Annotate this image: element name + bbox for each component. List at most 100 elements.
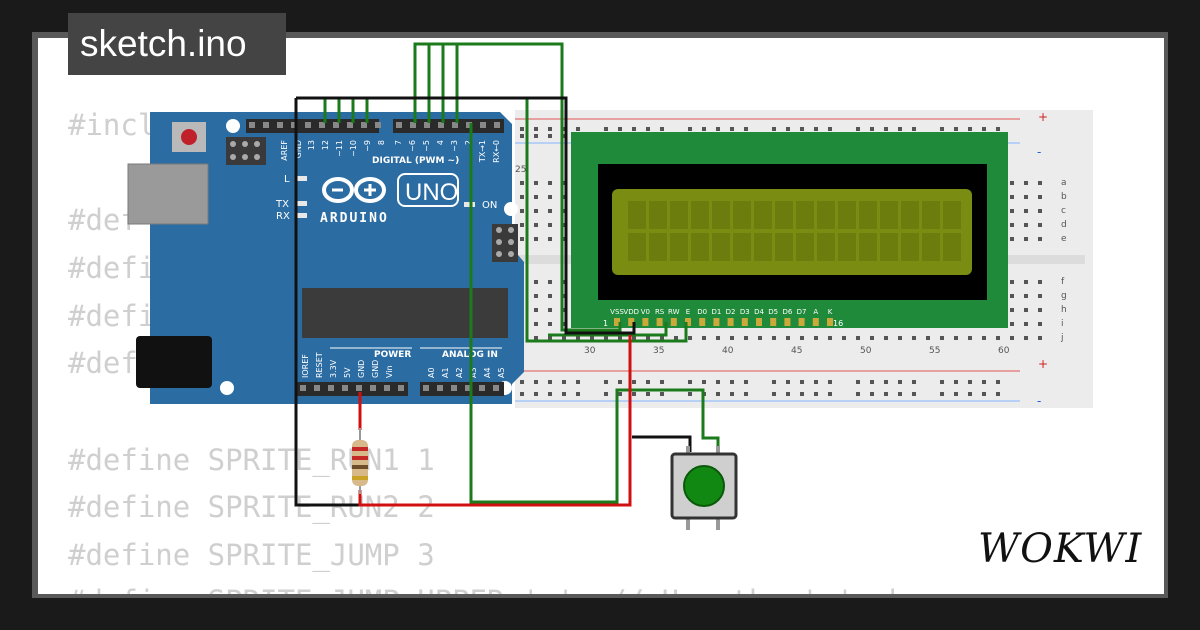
bb-hole [940, 336, 944, 340]
icsp-pin [242, 154, 248, 160]
icsp-pin [230, 154, 236, 160]
rail-hole [618, 392, 622, 396]
rail-hole [856, 380, 860, 384]
lcd-pin [727, 318, 734, 326]
header-pin [328, 385, 334, 391]
lcd-pin-label: D5 [768, 308, 778, 316]
lcd-pin [685, 318, 691, 326]
pin-label: 8 [377, 140, 386, 145]
model-badge [397, 173, 459, 207]
wire-black-gnd[interactable] [294, 98, 360, 507]
wire-green[interactable] [323, 96, 688, 343]
bb-hole [548, 223, 552, 227]
rail-hole [660, 127, 664, 131]
header-pin [479, 385, 485, 391]
rail-hole [912, 380, 916, 384]
bb-hole [814, 336, 818, 340]
wire-green-button[interactable] [469, 123, 720, 504]
code-line: #defi [68, 299, 156, 333]
lcd-pin-label: D3 [740, 308, 750, 316]
bb-hole [576, 336, 580, 340]
row-label: d [1061, 220, 1067, 230]
button-cap[interactable] [683, 465, 725, 507]
row-label: e [1061, 234, 1067, 244]
pin-label: ~5 [422, 140, 431, 152]
header-pin [437, 385, 443, 391]
bb-hole [884, 336, 888, 340]
lcd-pin-label: VSS [610, 308, 624, 316]
pushbutton[interactable] [670, 446, 738, 530]
rail-hole [870, 380, 874, 384]
lcd-pin-label: K [828, 308, 833, 316]
header-pin [465, 385, 471, 391]
rail-hole [968, 392, 972, 396]
bb-hole [1010, 336, 1014, 340]
arduino-logo-icon [322, 177, 386, 203]
bb-hole [604, 336, 608, 340]
sketch-file-name[interactable]: sketch.ino [68, 13, 286, 75]
rail-hole [940, 127, 944, 131]
resistor[interactable] [352, 428, 368, 494]
wire-red[interactable] [358, 335, 632, 507]
rail-hole [702, 380, 706, 384]
bb-hole [1010, 308, 1014, 312]
rail-hole [954, 127, 958, 131]
row-label: g [1061, 291, 1067, 301]
lcd-pin [614, 318, 620, 326]
led-label-rx: RX [276, 211, 290, 222]
bb-hole [1038, 237, 1042, 241]
reset-button-cap[interactable] [181, 129, 197, 145]
header-pin [396, 122, 402, 128]
wokwi-logo: WOKWI [978, 526, 1143, 572]
rail-hole [996, 127, 1000, 131]
bb-hole [562, 223, 566, 227]
bb-hole [1024, 195, 1028, 199]
row-label: a [1061, 178, 1067, 188]
atmega-chip [302, 288, 508, 338]
bb-hole [674, 336, 678, 340]
icsp-header-2 [492, 224, 518, 262]
bb-hole [1024, 209, 1028, 213]
bb-hole [1038, 181, 1042, 185]
header-pin [480, 122, 486, 128]
lcd-cell [733, 233, 751, 261]
bb-hole [1024, 336, 1028, 340]
rail-hole [786, 392, 790, 396]
pin-label: 3.3V [329, 359, 338, 378]
rail-hole [940, 392, 944, 396]
wire-green[interactable] [413, 42, 622, 332]
header-pin [438, 122, 444, 128]
rail-hole [772, 392, 776, 396]
rail-hole [604, 392, 608, 396]
wire-black-button[interactable] [632, 435, 692, 452]
bb-hole [968, 336, 972, 340]
bb-hole [562, 209, 566, 213]
lcd-pin [741, 318, 748, 326]
lcd-cell [796, 233, 814, 261]
rail-hole [688, 380, 692, 384]
rail-hole [898, 127, 902, 131]
header-pin [300, 385, 306, 391]
lcd-pin-label: E [686, 308, 690, 316]
plus-label: + [1038, 357, 1048, 371]
rail-hole [786, 380, 790, 384]
wire-black[interactable] [296, 96, 636, 335]
rail-hole [520, 380, 524, 384]
wire-green[interactable] [548, 322, 668, 337]
lcd-cell [628, 201, 646, 229]
rail-hole [968, 127, 972, 131]
bb-hole [716, 336, 720, 340]
mount-hole [504, 202, 518, 216]
header-pin [493, 385, 499, 391]
rail-hole [604, 380, 608, 384]
resistor-body [352, 440, 368, 486]
minus-label: - [1037, 145, 1041, 159]
rail-hole [660, 392, 664, 396]
bb-hole [562, 308, 566, 312]
wires[interactable] [294, 42, 720, 507]
code-line: #defi [68, 251, 156, 285]
lcd-pin [628, 318, 635, 326]
rail-hole [576, 392, 580, 396]
